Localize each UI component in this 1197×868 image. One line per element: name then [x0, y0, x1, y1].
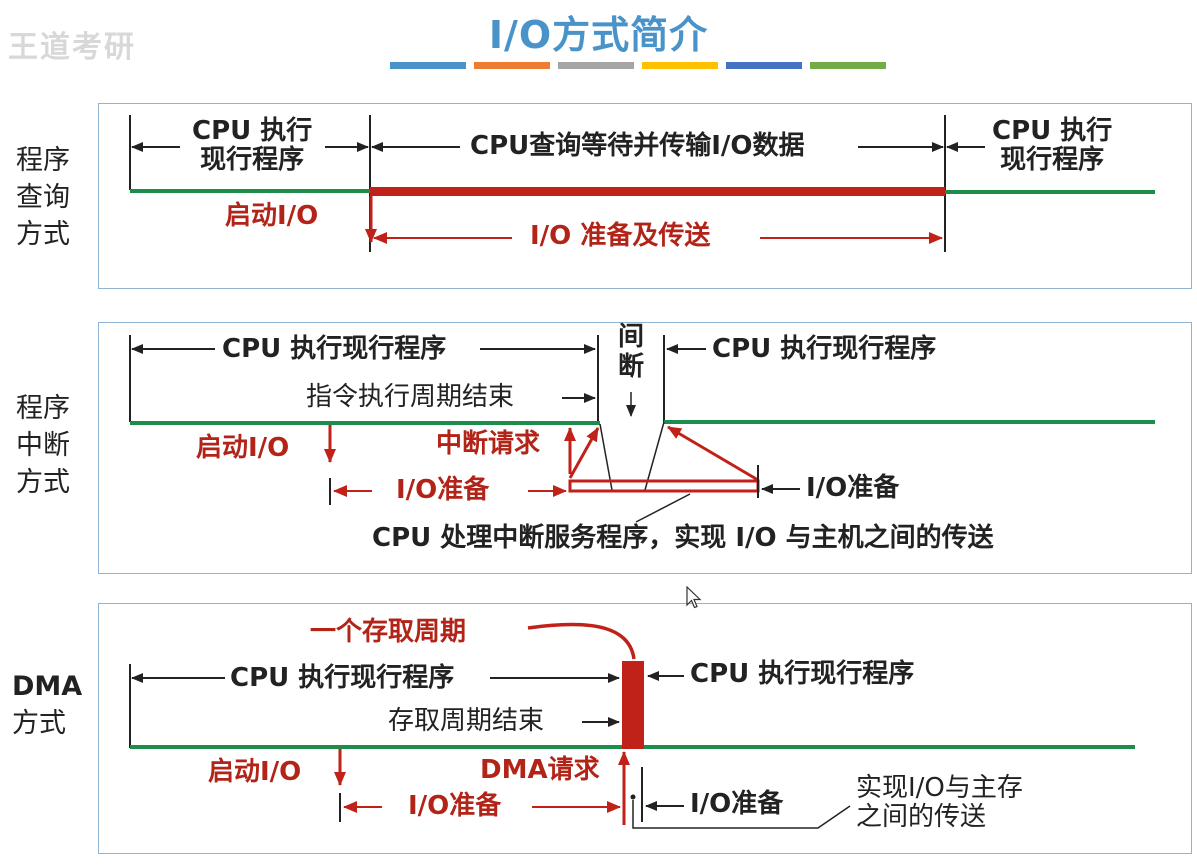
polling-io-prep-transfer: I/O 准备及传送	[530, 221, 711, 251]
interrupt-cpu-exec-left: CPU 执行现行程序	[222, 334, 447, 364]
polling-diagram	[129, 115, 1155, 252]
title-underline-bars	[390, 62, 886, 69]
mouse-cursor-icon	[686, 586, 702, 609]
label-line: 间	[618, 322, 645, 352]
dma-access-end: 存取周期结束	[388, 706, 545, 736]
interrupt-side-label: 程序 中断 方式	[16, 390, 70, 501]
interrupt-io-prep-right: I/O准备	[806, 473, 900, 503]
interrupt-cpu-service: CPU 处理中断服务程序，实现 I/O 与主机之间的传送	[372, 523, 994, 553]
dma-one-cycle: 一个存取周期	[310, 617, 467, 647]
callout-line	[635, 493, 691, 523]
polling-side-label-line: 程序	[16, 145, 70, 176]
title-bar-1	[390, 62, 466, 69]
interrupt-request-arrow	[667, 425, 759, 482]
dma-cpu-exec-right: CPU 执行现行程序	[690, 659, 915, 689]
polling-cpu-exec-right: CPU 执行 现行程序	[992, 117, 1112, 174]
label-line: 现行程序	[1000, 144, 1105, 175]
interrupt-side-label-line: 中断	[16, 430, 70, 461]
dma-cpu-exec-left: CPU 执行现行程序	[230, 663, 455, 693]
interrupt-request-arrow	[568, 427, 600, 479]
watermark: 王道考研	[8, 30, 136, 65]
interrupt-request-label: 中断请求	[436, 429, 541, 459]
callout-line	[632, 800, 851, 829]
dma-diagram	[129, 622, 1135, 829]
interrupt-cpu-exec-right: CPU 执行现行程序	[712, 334, 937, 364]
label-line: 实现I/O与主存	[856, 773, 1023, 803]
polling-cpu-exec-left: CPU 执行 现行程序	[192, 117, 312, 174]
dma-io-prep-left: I/O准备	[408, 791, 502, 821]
title-bar-2	[474, 62, 550, 69]
label-line: CPU 执行	[992, 116, 1113, 146]
interrupt-diagram	[129, 335, 1155, 523]
dot	[630, 794, 636, 800]
interrupt-gap-label: 间 断	[618, 322, 644, 382]
dma-side-label-line: DMA	[12, 671, 83, 702]
interrupt-instr-end: 指令执行周期结束	[306, 382, 515, 412]
polling-side-label-line: 查询	[16, 182, 70, 213]
polling-side-label: 程序 查询 方式	[16, 142, 70, 253]
title-bar-6	[810, 62, 886, 69]
interrupt-io-prep-left: I/O准备	[396, 475, 490, 505]
dma-start-io: 启动I/O	[208, 757, 302, 787]
page-title: I/O方式简介	[488, 13, 709, 57]
title-bar-4	[642, 62, 718, 69]
one-cycle-pointer	[527, 622, 636, 660]
io-wait-bar	[370, 187, 945, 196]
label-line: CPU 执行	[192, 116, 313, 146]
dma-request-label: DMA请求	[480, 755, 600, 785]
dma-side-label: DMA 方式	[12, 668, 82, 742]
label-line: 现行程序	[200, 144, 305, 175]
polling-cpu-wait: CPU查询等待并传输I/O数据	[470, 131, 805, 161]
funnel-line	[644, 421, 665, 491]
polling-start-io: 启动I/O	[225, 201, 319, 231]
access-cycle-bar	[622, 661, 644, 749]
title-bar-3	[558, 62, 634, 69]
label-line: 之间的传送	[856, 801, 987, 832]
interrupt-side-label-line: 程序	[16, 393, 70, 424]
interrupt-start-io: 启动I/O	[196, 433, 290, 463]
interrupt-side-label-line: 方式	[16, 467, 70, 498]
dma-realize-transfer: 实现I/O与主存 之间的传送	[856, 774, 1023, 831]
funnel-line	[599, 423, 613, 491]
polling-side-label-line: 方式	[16, 219, 70, 250]
dma-panel	[98, 603, 1192, 854]
label-line: 断	[618, 352, 645, 382]
interrupt-panel	[98, 322, 1192, 574]
dma-io-prep-right: I/O准备	[690, 789, 784, 819]
title-bar-5	[726, 62, 802, 69]
service-bar	[568, 479, 760, 493]
dma-side-label-line: 方式	[12, 708, 66, 739]
